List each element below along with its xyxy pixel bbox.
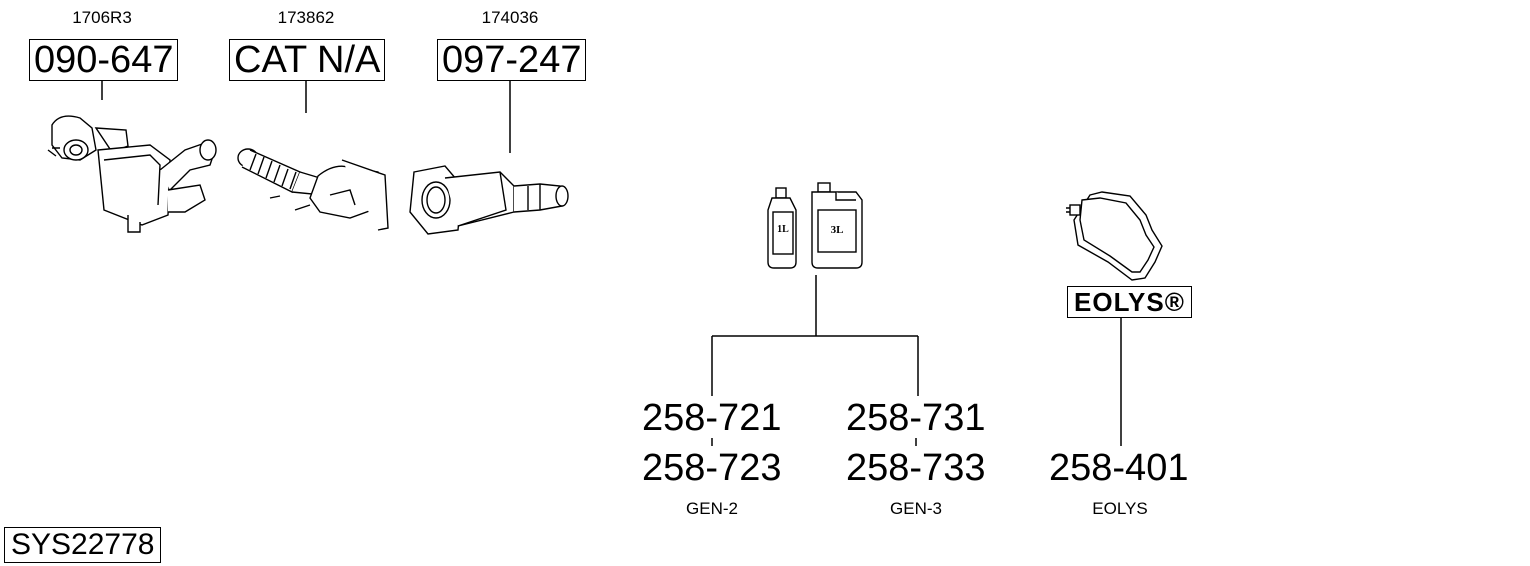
gen3-label: GEN-3: [890, 499, 942, 518]
eolys-tank-icon: [1066, 191, 1163, 281]
part-ref-3: 174036: [481, 8, 539, 27]
eolys-label: EOLYS: [1092, 499, 1148, 518]
gen2-label: GEN-2: [686, 499, 738, 518]
part-ref-1: 1706R3: [72, 8, 132, 27]
eolys-code[interactable]: 258-401: [1049, 447, 1189, 489]
part-code-box-1[interactable]: 090-647: [29, 39, 179, 81]
gen3-code-2[interactable]: 258-733: [846, 447, 986, 489]
bottle-small-label: 1L: [777, 224, 789, 235]
system-id-box: SYS22778: [4, 527, 162, 563]
eolys-brand-box: EOLYS®: [1067, 286, 1192, 318]
fluid-can-large-icon: [811, 182, 863, 269]
gen2-code-2[interactable]: 258-723: [642, 447, 782, 489]
particulate-filter-icon: [409, 165, 569, 235]
part-code-box-3[interactable]: 097-247: [437, 39, 587, 81]
catalytic-converter-icon: [47, 115, 217, 233]
fluid-bottle-small-icon: [767, 187, 797, 269]
gen2-code-1[interactable]: 258-721: [642, 397, 782, 439]
gen3-code-1[interactable]: 258-731: [846, 397, 986, 439]
flex-pipe-catalyst-icon: [237, 148, 389, 231]
part-code-box-2[interactable]: CAT N/A: [229, 39, 386, 81]
bottle-large-label: 3L: [830, 224, 844, 236]
part-ref-2: 173862: [277, 8, 335, 27]
